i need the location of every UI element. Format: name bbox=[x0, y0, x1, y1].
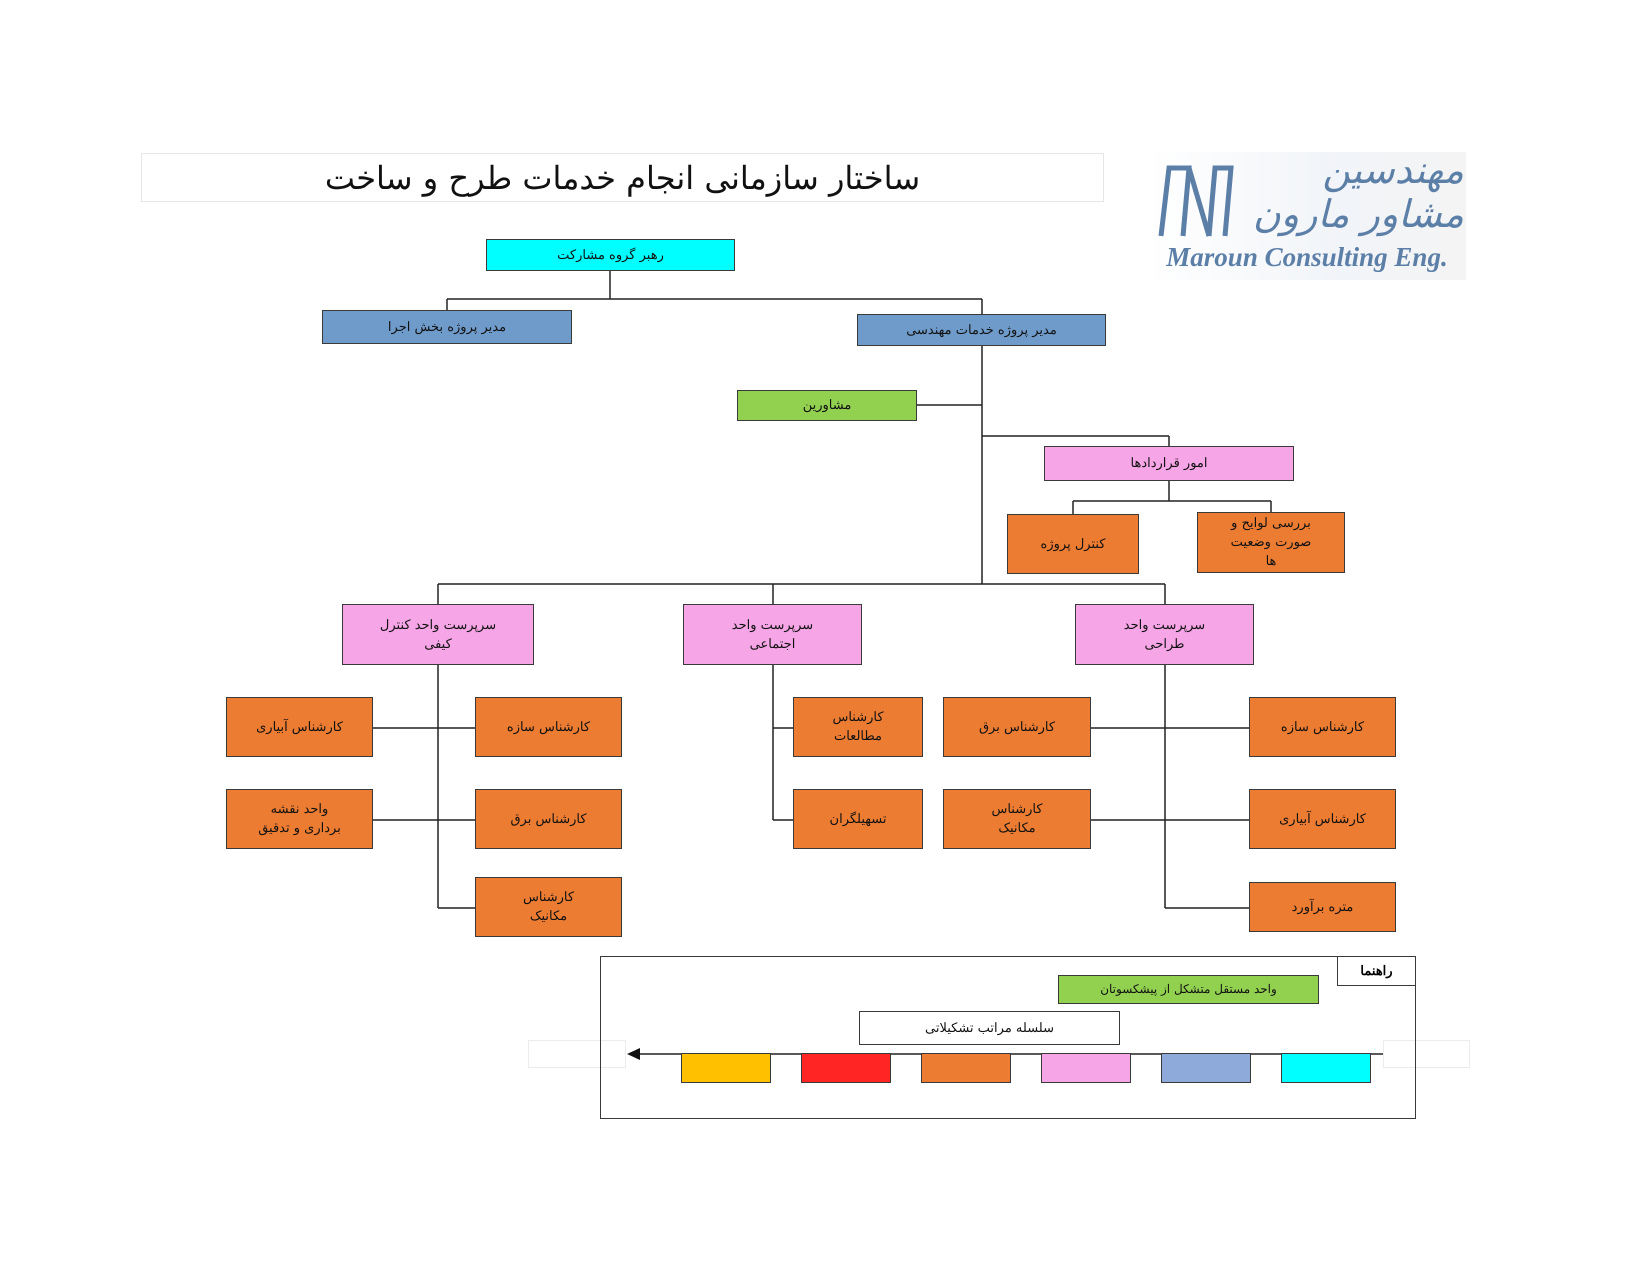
node-eng-manager: مدیر پروژه خدمات مهندسی bbox=[857, 314, 1106, 346]
logo-english-text: Maroun Consulting Eng. bbox=[1166, 241, 1448, 272]
node-qc-structure: کارشناس سازه bbox=[475, 697, 622, 757]
legend-swatch-red bbox=[801, 1053, 891, 1083]
node-design-structure: کارشناس سازه bbox=[1249, 697, 1396, 757]
node-social-supervisor: سرپرست واحد اجتماعی bbox=[683, 604, 862, 665]
node-leader: رهبر گروه مشارکت bbox=[486, 239, 735, 271]
legend-hierarchy: سلسله مراتب تشکیلاتی bbox=[859, 1011, 1120, 1045]
node-qc-electrical: کارشناس برق bbox=[475, 789, 622, 849]
legend-independent-unit: واحد مستقل متشکل از پیشکسوتان bbox=[1058, 975, 1319, 1004]
legend-swatch-cyan bbox=[1281, 1053, 1371, 1083]
node-design-estimator: متره برآورد bbox=[1249, 882, 1396, 932]
chart-title: ساختار سازمانی انجام خدمات طرح و ساخت bbox=[324, 158, 921, 197]
legend-ghost-right bbox=[1383, 1040, 1470, 1068]
node-exec-manager: مدیر پروژه بخش اجرا bbox=[322, 310, 572, 344]
node-qc-irrigation: کارشناس آبیاری bbox=[226, 697, 373, 757]
node-contracts: امور قراردادها bbox=[1044, 446, 1294, 481]
node-qc-survey: واحد نقشه برداری و تدقیق bbox=[226, 789, 373, 849]
title-frame bbox=[141, 153, 1104, 202]
node-advisors: مشاورین bbox=[737, 390, 917, 421]
legend-ghost-left bbox=[528, 1040, 626, 1068]
logo-persian-text: مهندسین مشاور مارون bbox=[1252, 148, 1464, 236]
node-design-irrigation: کارشناس آبیاری bbox=[1249, 789, 1396, 849]
legend-panel bbox=[600, 956, 1416, 1119]
node-social-facilitators: تسهیلگران bbox=[793, 789, 923, 849]
legend-swatch-blue bbox=[1161, 1053, 1251, 1083]
logo-mark-icon bbox=[1158, 165, 1234, 237]
legend-swatch-pink bbox=[1041, 1053, 1131, 1083]
node-project-control: کنترل پروژه bbox=[1007, 514, 1139, 574]
node-bills-review: بررسی لوایح و صورت وضعیت ها bbox=[1197, 512, 1345, 573]
node-qc-mechanical: کارشناس مکانیک bbox=[475, 877, 622, 937]
node-design-mechanical: کارشناس مکانیک bbox=[943, 789, 1091, 849]
legend-swatch-orange bbox=[921, 1053, 1011, 1083]
node-social-studies: کارشناس مطالعات bbox=[793, 697, 923, 757]
node-design-electrical: کارشناس برق bbox=[943, 697, 1091, 757]
legend-swatch-yellow bbox=[681, 1053, 771, 1083]
node-qc-supervisor: سرپرست واحد کنترل کیفی bbox=[342, 604, 534, 665]
node-design-supervisor: سرپرست واحد طراحی bbox=[1075, 604, 1254, 665]
legend-title: راهنما bbox=[1337, 956, 1416, 986]
